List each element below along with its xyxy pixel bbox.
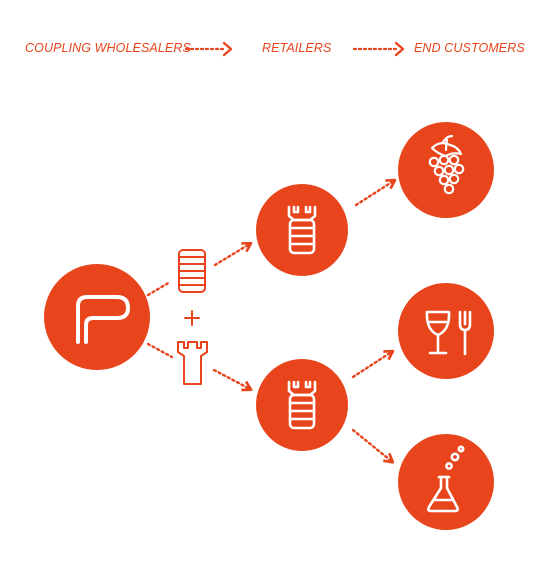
arrow-retailer-2-to-wine [351, 349, 395, 379]
connector-source-to-stack [146, 280, 172, 297]
connector-source-to-fitting [146, 342, 174, 359]
coupling-icon [287, 205, 317, 255]
header-arrow-2 [352, 41, 405, 57]
pipe-logo-icon [76, 295, 130, 344]
stage-label-end-customers: END CUSTOMERS [414, 41, 525, 55]
end-customer-node-2 [398, 283, 494, 379]
coupling-fitting-icon [177, 341, 208, 385]
stage-label-retailers: RETAILERS [262, 41, 332, 55]
flow-header: COUPLING WHOLESALERS RETAILERS END CUSTO… [0, 38, 550, 60]
wine-glass-fork-icon [425, 310, 472, 356]
retailer-node-1 [256, 184, 348, 276]
stage-label-wholesalers: COUPLING WHOLESALERS [25, 41, 191, 55]
grapes-icon [428, 134, 465, 195]
retailer-node-2 [256, 359, 348, 451]
arrow-retailer-1-to-grapes [354, 178, 397, 207]
header-arrow-1 [184, 41, 233, 57]
end-customer-node-1 [398, 122, 494, 218]
plus-icon [184, 310, 200, 326]
coupling-stack-icon [178, 249, 206, 293]
coupling-icon [287, 380, 317, 430]
arrow-retailer-2-to-flask [351, 428, 395, 464]
arrow-fitting-to-retailer-2 [212, 368, 253, 392]
connectors [146, 178, 397, 464]
arrow-stack-to-retailer-1 [213, 241, 253, 267]
lab-flask-icon [427, 445, 465, 513]
